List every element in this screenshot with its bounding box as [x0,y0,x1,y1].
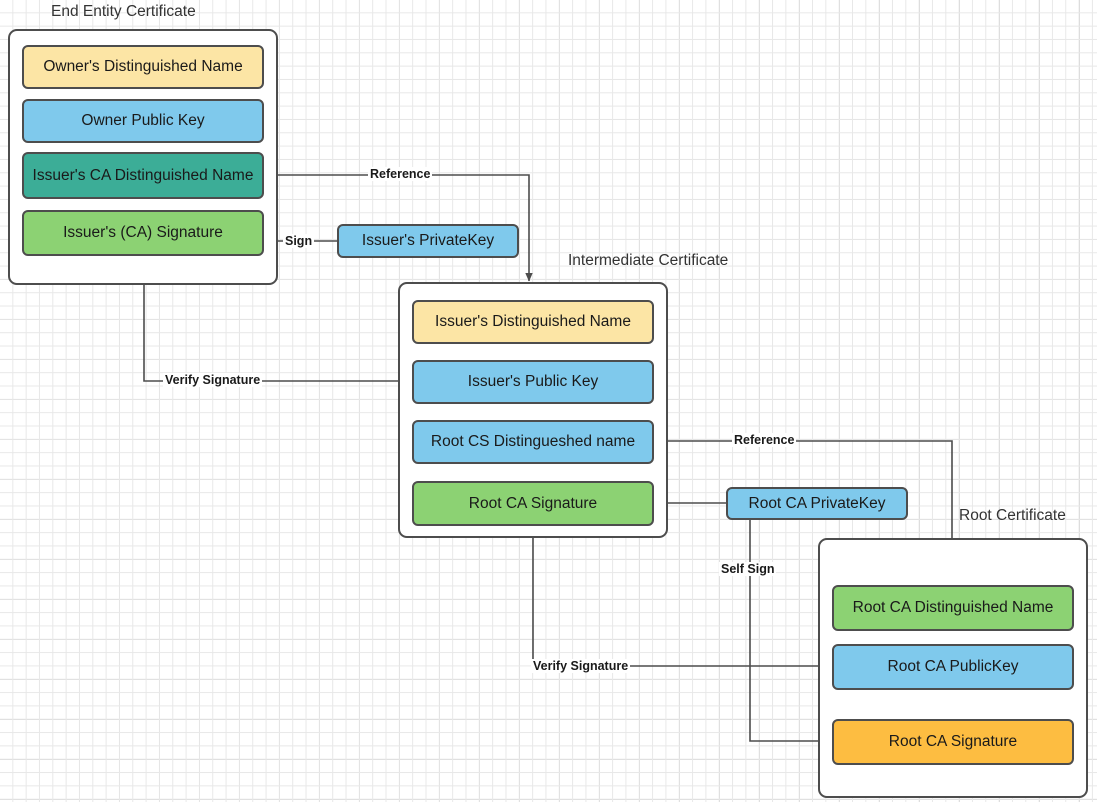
field-root-ca-signature[interactable]: Root CA Signature [832,719,1074,765]
field-intermediate-root-ca-signature[interactable]: Root CA Signature [412,481,654,526]
title-root-certificate: Root Certificate [959,507,1066,524]
field-owner-public-key[interactable]: Owner Public Key [22,99,264,143]
field-issuers-ca-distinguished-name[interactable]: Issuer's CA Distinguished Name [22,152,264,199]
field-issuers-distinguished-name[interactable]: Issuer's Distinguished Name [412,300,654,344]
edge-label-sign: Sign [283,234,315,248]
edge-label-verify-signature-lower: Verify Signature [531,659,631,673]
field-root-ca-distinguished-name[interactable]: Root CA Distinguished Name [832,585,1074,631]
field-issuers-public-key[interactable]: Issuer's Public Key [412,360,654,404]
edge-label-self-sign: Self Sign [719,562,777,576]
edge-label-reference-lower: Reference [732,433,797,447]
edge-label-verify-signature-upper: Verify Signature [163,373,263,387]
edge-label-reference-upper: Reference [368,167,433,181]
title-intermediate-certificate: Intermediate Certificate [568,252,729,269]
title-end-entity-certificate: End Entity Certificate [51,3,196,20]
issuers-private-key-box[interactable]: Issuer's PrivateKey [337,224,519,258]
field-owners-distinguished-name[interactable]: Owner's Distinguished Name [22,45,264,89]
field-root-cs-distingueshed-name[interactable]: Root CS Distingueshed name [412,420,654,464]
field-root-ca-public-key[interactable]: Root CA PublicKey [832,644,1074,690]
root-ca-private-key-box[interactable]: Root CA PrivateKey [726,487,908,520]
field-issuers-ca-signature[interactable]: Issuer's (CA) Signature [22,210,264,256]
